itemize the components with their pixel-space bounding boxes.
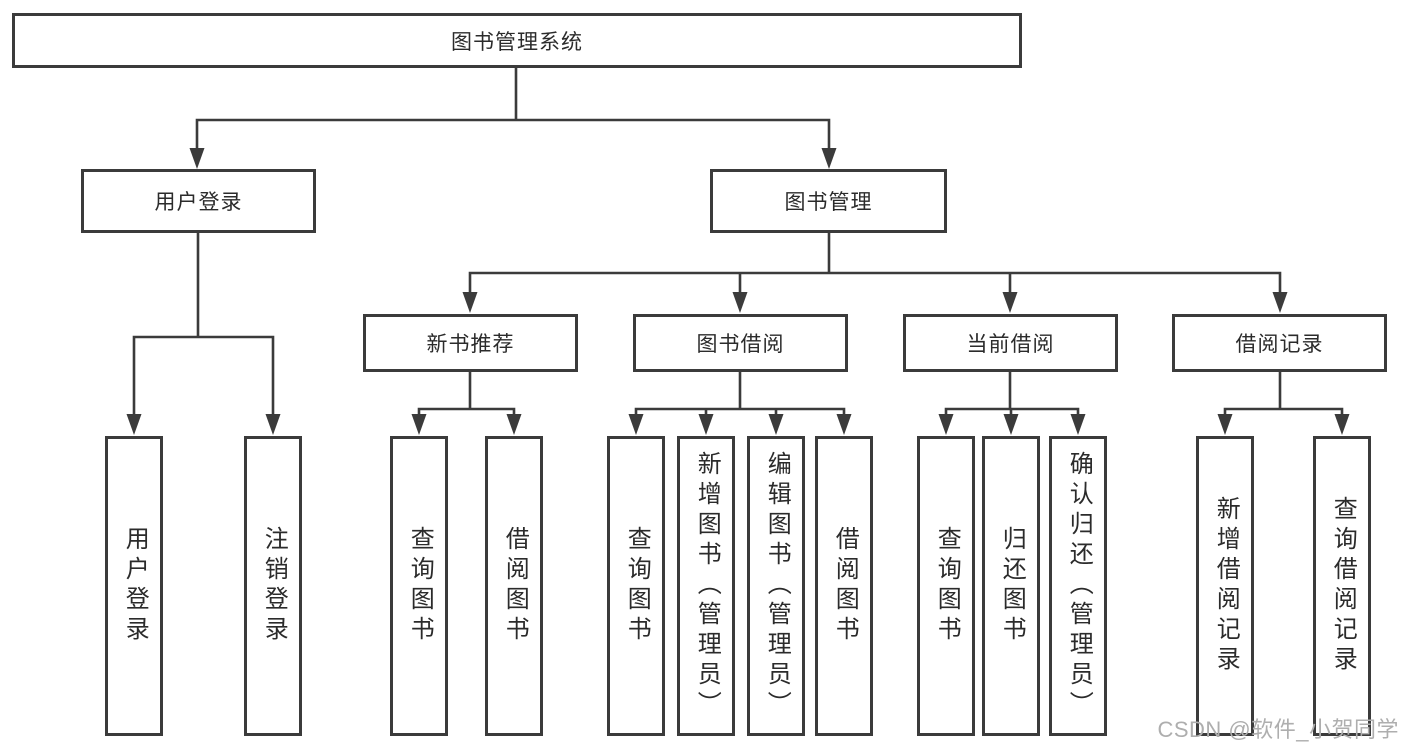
node-book-management: 图书管理 xyxy=(710,169,947,233)
leaf-logout-label: 注销登录 xyxy=(260,526,288,646)
leaf-add-books-admin-label: 新增图书（管理员） xyxy=(693,451,721,721)
leaf-borrow-books: 借阅图书 xyxy=(815,436,873,736)
leaf-user-login-label: 用户登录 xyxy=(121,526,149,646)
leaf-return-books: 归还图书 xyxy=(982,436,1040,736)
leaf-add-books-admin: 新增图书（管理员） xyxy=(677,436,735,736)
node-book-management-label: 图书管理 xyxy=(784,191,873,214)
node-book-borrow-label: 图书借阅 xyxy=(696,333,785,356)
leaf-logout: 注销登录 xyxy=(244,436,302,736)
node-root: 图书管理系统 xyxy=(12,13,1022,68)
leaf-user-login: 用户登录 xyxy=(105,436,163,736)
node-current-borrow: 当前借阅 xyxy=(903,314,1118,372)
node-user-login-label: 用户登录 xyxy=(154,191,243,214)
leaf-recommend-query-books-label: 查询图书 xyxy=(406,526,434,646)
node-user-login: 用户登录 xyxy=(81,169,316,233)
leaf-edit-books-admin-label: 编辑图书（管理员） xyxy=(763,451,791,721)
leaf-add-borrow-record-label: 新增借阅记录 xyxy=(1212,496,1240,676)
leaf-return-books-label: 归还图书 xyxy=(998,526,1026,646)
node-book-borrow: 图书借阅 xyxy=(633,314,848,372)
leaf-current-query-books: 查询图书 xyxy=(917,436,975,736)
leaf-borrow-query-books: 查询图书 xyxy=(607,436,665,736)
node-current-borrow-label: 当前借阅 xyxy=(966,333,1055,356)
leaf-query-borrow-record: 查询借阅记录 xyxy=(1313,436,1371,736)
leaf-current-query-books-label: 查询图书 xyxy=(933,526,961,646)
leaf-confirm-return-admin: 确认归还（管理员） xyxy=(1049,436,1107,736)
leaf-add-borrow-record: 新增借阅记录 xyxy=(1196,436,1254,736)
node-borrow-records-label: 借阅记录 xyxy=(1235,333,1324,356)
leaf-borrow-books-label: 借阅图书 xyxy=(831,526,859,646)
leaf-recommend-query-books: 查询图书 xyxy=(390,436,448,736)
leaf-recommend-borrow-books: 借阅图书 xyxy=(485,436,543,736)
leaf-recommend-borrow-books-label: 借阅图书 xyxy=(501,526,529,646)
node-new-book-recommend-label: 新书推荐 xyxy=(426,333,515,356)
leaf-confirm-return-admin-label: 确认归还（管理员） xyxy=(1065,451,1093,721)
leaf-borrow-query-books-label: 查询图书 xyxy=(623,526,651,646)
arrowheads xyxy=(126,148,1350,435)
watermark: CSDN @软件_小贺同学 xyxy=(1157,717,1399,742)
node-root-label: 图书管理系统 xyxy=(451,30,583,54)
leaf-query-borrow-record-label: 查询借阅记录 xyxy=(1329,496,1357,676)
node-new-book-recommend: 新书推荐 xyxy=(363,314,578,372)
leaf-edit-books-admin: 编辑图书（管理员） xyxy=(747,436,805,736)
node-borrow-records: 借阅记录 xyxy=(1172,314,1387,372)
